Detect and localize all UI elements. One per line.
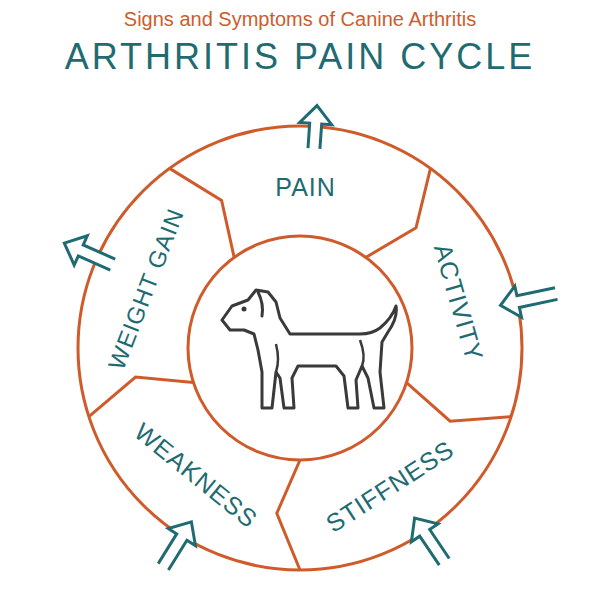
ring-outline	[78, 126, 522, 570]
cycle-arrow	[501, 286, 558, 317]
dog-eye	[242, 307, 247, 312]
cycle-segment: WEIGHT GAIN	[103, 205, 189, 373]
segment-label: WEAKNESS	[130, 418, 264, 534]
inner-circle	[188, 236, 412, 460]
chevron-divider	[366, 168, 431, 257]
cycle-segment: WEAKNESS	[129, 418, 263, 534]
chevron-divider	[277, 460, 300, 570]
dog-illustration	[222, 290, 396, 408]
segment-label: PAIN	[275, 173, 336, 201]
dog-leg-line	[276, 340, 364, 372]
dog-ear	[258, 292, 263, 316]
teal-arrows	[64, 106, 557, 570]
subtitle: Signs and Symptoms of Canine Arthritis	[0, 8, 600, 31]
cycle-arrow	[300, 106, 332, 149]
diagram-title: ARTHRITIS PAIN CYCLE	[0, 36, 600, 78]
segment-label: ACTIVITY	[429, 241, 489, 365]
cycle-segment: ACTIVITY	[429, 241, 489, 364]
cycle-arrow	[158, 522, 195, 570]
outer-circle	[78, 126, 522, 570]
chevron-divider	[407, 383, 512, 422]
cycle-segment: PAIN	[275, 174, 336, 202]
cycle-arrow	[411, 518, 449, 565]
segment-label: WEIGHT GAIN	[102, 204, 188, 373]
chevron-divider	[89, 377, 194, 417]
cycle-arrow	[64, 236, 115, 270]
